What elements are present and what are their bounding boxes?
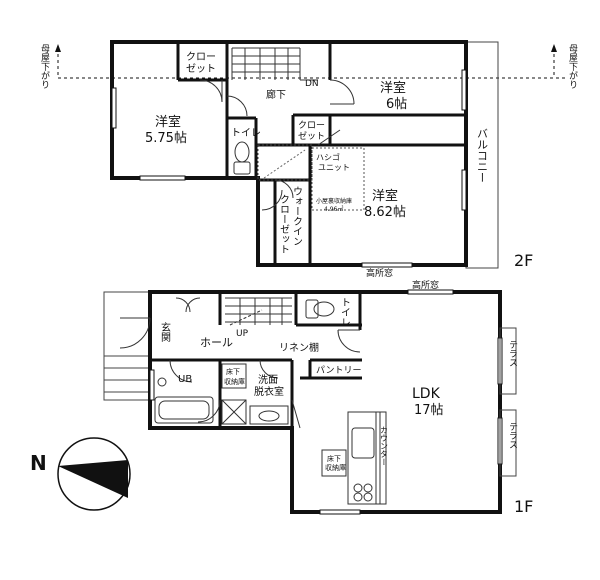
underfloor-a-line2: 収納庫 [224, 377, 245, 386]
toilet-fixture-2f [233, 141, 251, 175]
doors-2f [199, 79, 355, 211]
hall-label: ホール [200, 336, 233, 349]
underfloor-a-line1: 床下 [226, 367, 240, 376]
closet-a-line1: クロー [186, 51, 216, 63]
room-center-size: 8.62帖 [364, 205, 406, 220]
windows-2f [111, 69, 467, 268]
down-label: DN [305, 79, 319, 89]
wash-area [221, 363, 289, 425]
room-center-name: 洋室 [372, 188, 398, 204]
terrace-b-label: テラス [507, 422, 517, 449]
wall-2f-outer [110, 40, 468, 267]
roof-arrowhead-right [551, 44, 557, 52]
linen-label: リネン棚 [279, 341, 319, 354]
ldk-label: LDK [412, 386, 441, 402]
compass-north-label: N [30, 451, 47, 475]
walls-2f-inner [176, 42, 466, 265]
terrace-a [499, 327, 517, 395]
toilet-2f-label: トイレ [231, 128, 261, 139]
terrace-a-label: テラス [507, 340, 517, 367]
entrance-steps [103, 291, 151, 401]
walkin-closet-label: クローゼット [278, 194, 290, 254]
compass: N [30, 437, 131, 511]
walls-1f-inner [150, 292, 362, 512]
attic-area [311, 147, 365, 211]
floor-1f: 高所窓 玄関 ホール UP リネン棚 トイレ パントリー UB 床下 収納庫 洗… [103, 279, 533, 516]
entrance-label: 玄関 [159, 321, 171, 343]
room-west-size: 5.75帖 [145, 131, 187, 146]
attic-line2: 4.96㎡ [324, 205, 343, 213]
up-label: UP [236, 329, 249, 339]
closet-a-line2: ゼット [186, 63, 216, 75]
stairs-1f [225, 297, 292, 326]
balcony-label: バルコニー [476, 128, 489, 183]
terrace-b [499, 409, 517, 477]
underfloor-b-line1: 床下 [327, 454, 341, 463]
underfloor-b-line2: 収納庫 [325, 463, 346, 472]
roof-arrowhead-left [55, 44, 61, 52]
ldk-size: 17帖 [414, 403, 444, 418]
attic-diag [263, 149, 306, 179]
floor-1f-label: 1F [514, 497, 533, 516]
stairs-2f [231, 47, 318, 81]
closet-b-line2: ゼット [298, 130, 325, 142]
roof-note-right: 母屋下がり [567, 44, 578, 89]
counter-label: カウンター [380, 426, 389, 466]
floor-2f: 母屋下がり 母屋下がり クロー ゼット 洋室 5.75帖 廊下 DN 洋室 6帖… [39, 40, 578, 279]
ub-label: UB [178, 374, 192, 385]
wash-line2: 脱衣室 [254, 385, 284, 398]
pantry-label: パントリー [316, 365, 361, 376]
ladder-area [257, 144, 313, 181]
ladder-line2: ユニット [318, 163, 350, 172]
high-window-1f: 高所窓 [412, 279, 439, 291]
room-west-name: 洋室 [155, 114, 181, 130]
room-north-name: 洋室 [380, 80, 406, 96]
closet-b-line1: クロー [298, 120, 325, 131]
toilet-fixture-1f [305, 299, 335, 319]
doors-1f [119, 297, 361, 429]
high-window-2f: 高所窓 [366, 267, 393, 279]
ladder-line1: ハシゴ [316, 152, 340, 162]
bathtub [154, 377, 214, 424]
wash-line1: 洗面 [258, 374, 278, 386]
room-north-size: 6帖 [386, 97, 407, 112]
walkin-label: ウォークイン [291, 186, 303, 246]
floor-2f-label: 2F [514, 251, 533, 270]
toilet-1f-label: トイレ [339, 297, 351, 327]
corridor-label: 廊下 [266, 88, 286, 101]
roof-note-left: 母屋下がり [39, 44, 50, 89]
compass-needle [58, 460, 128, 498]
attic-line1: 小屋裏収納庫 [316, 197, 352, 205]
kitchen [321, 411, 387, 505]
